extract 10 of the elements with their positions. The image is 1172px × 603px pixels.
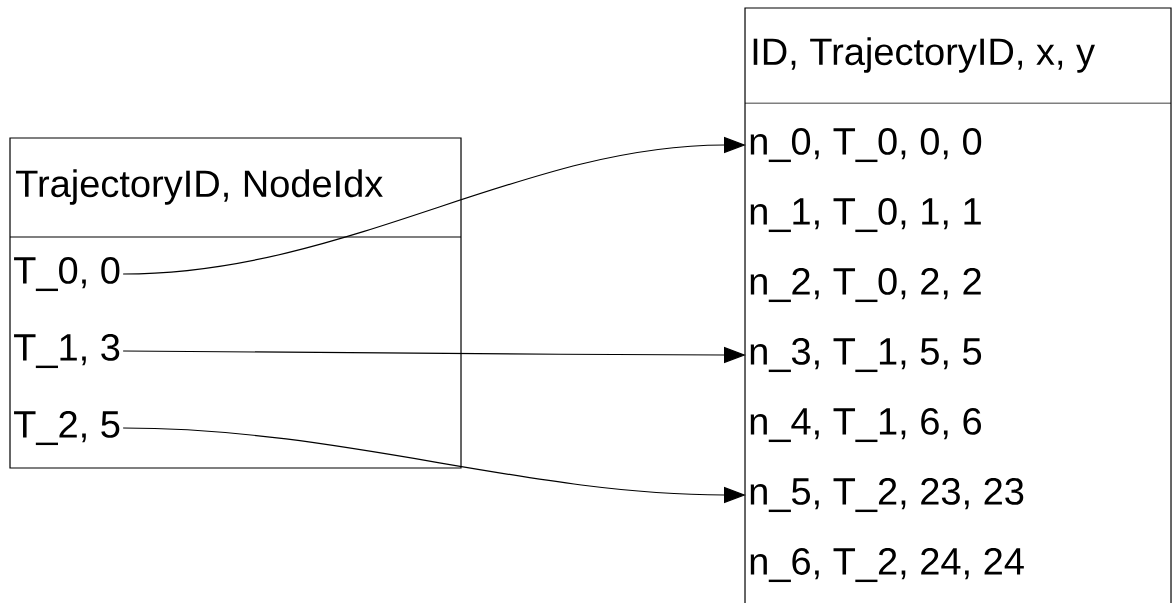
table-row: n_3, T_1, 5, 5: [750, 337, 982, 373]
table-row: n_2, T_0, 2, 2: [750, 267, 981, 303]
table-row: n_1, T_0, 1, 1: [750, 197, 981, 233]
table-row: T_1, 3: [14, 333, 120, 369]
table-row: n_6, T_2, 24, 24: [750, 547, 1024, 583]
table-row: T_2, 5: [14, 410, 120, 446]
table-row: T_0, 0: [14, 256, 120, 292]
table-row: n_5, T_2, 23, 23: [750, 477, 1024, 513]
table-row: n_4, T_1, 6, 6: [750, 407, 981, 443]
table-row: n_0, T_0, 0, 0: [750, 127, 982, 163]
